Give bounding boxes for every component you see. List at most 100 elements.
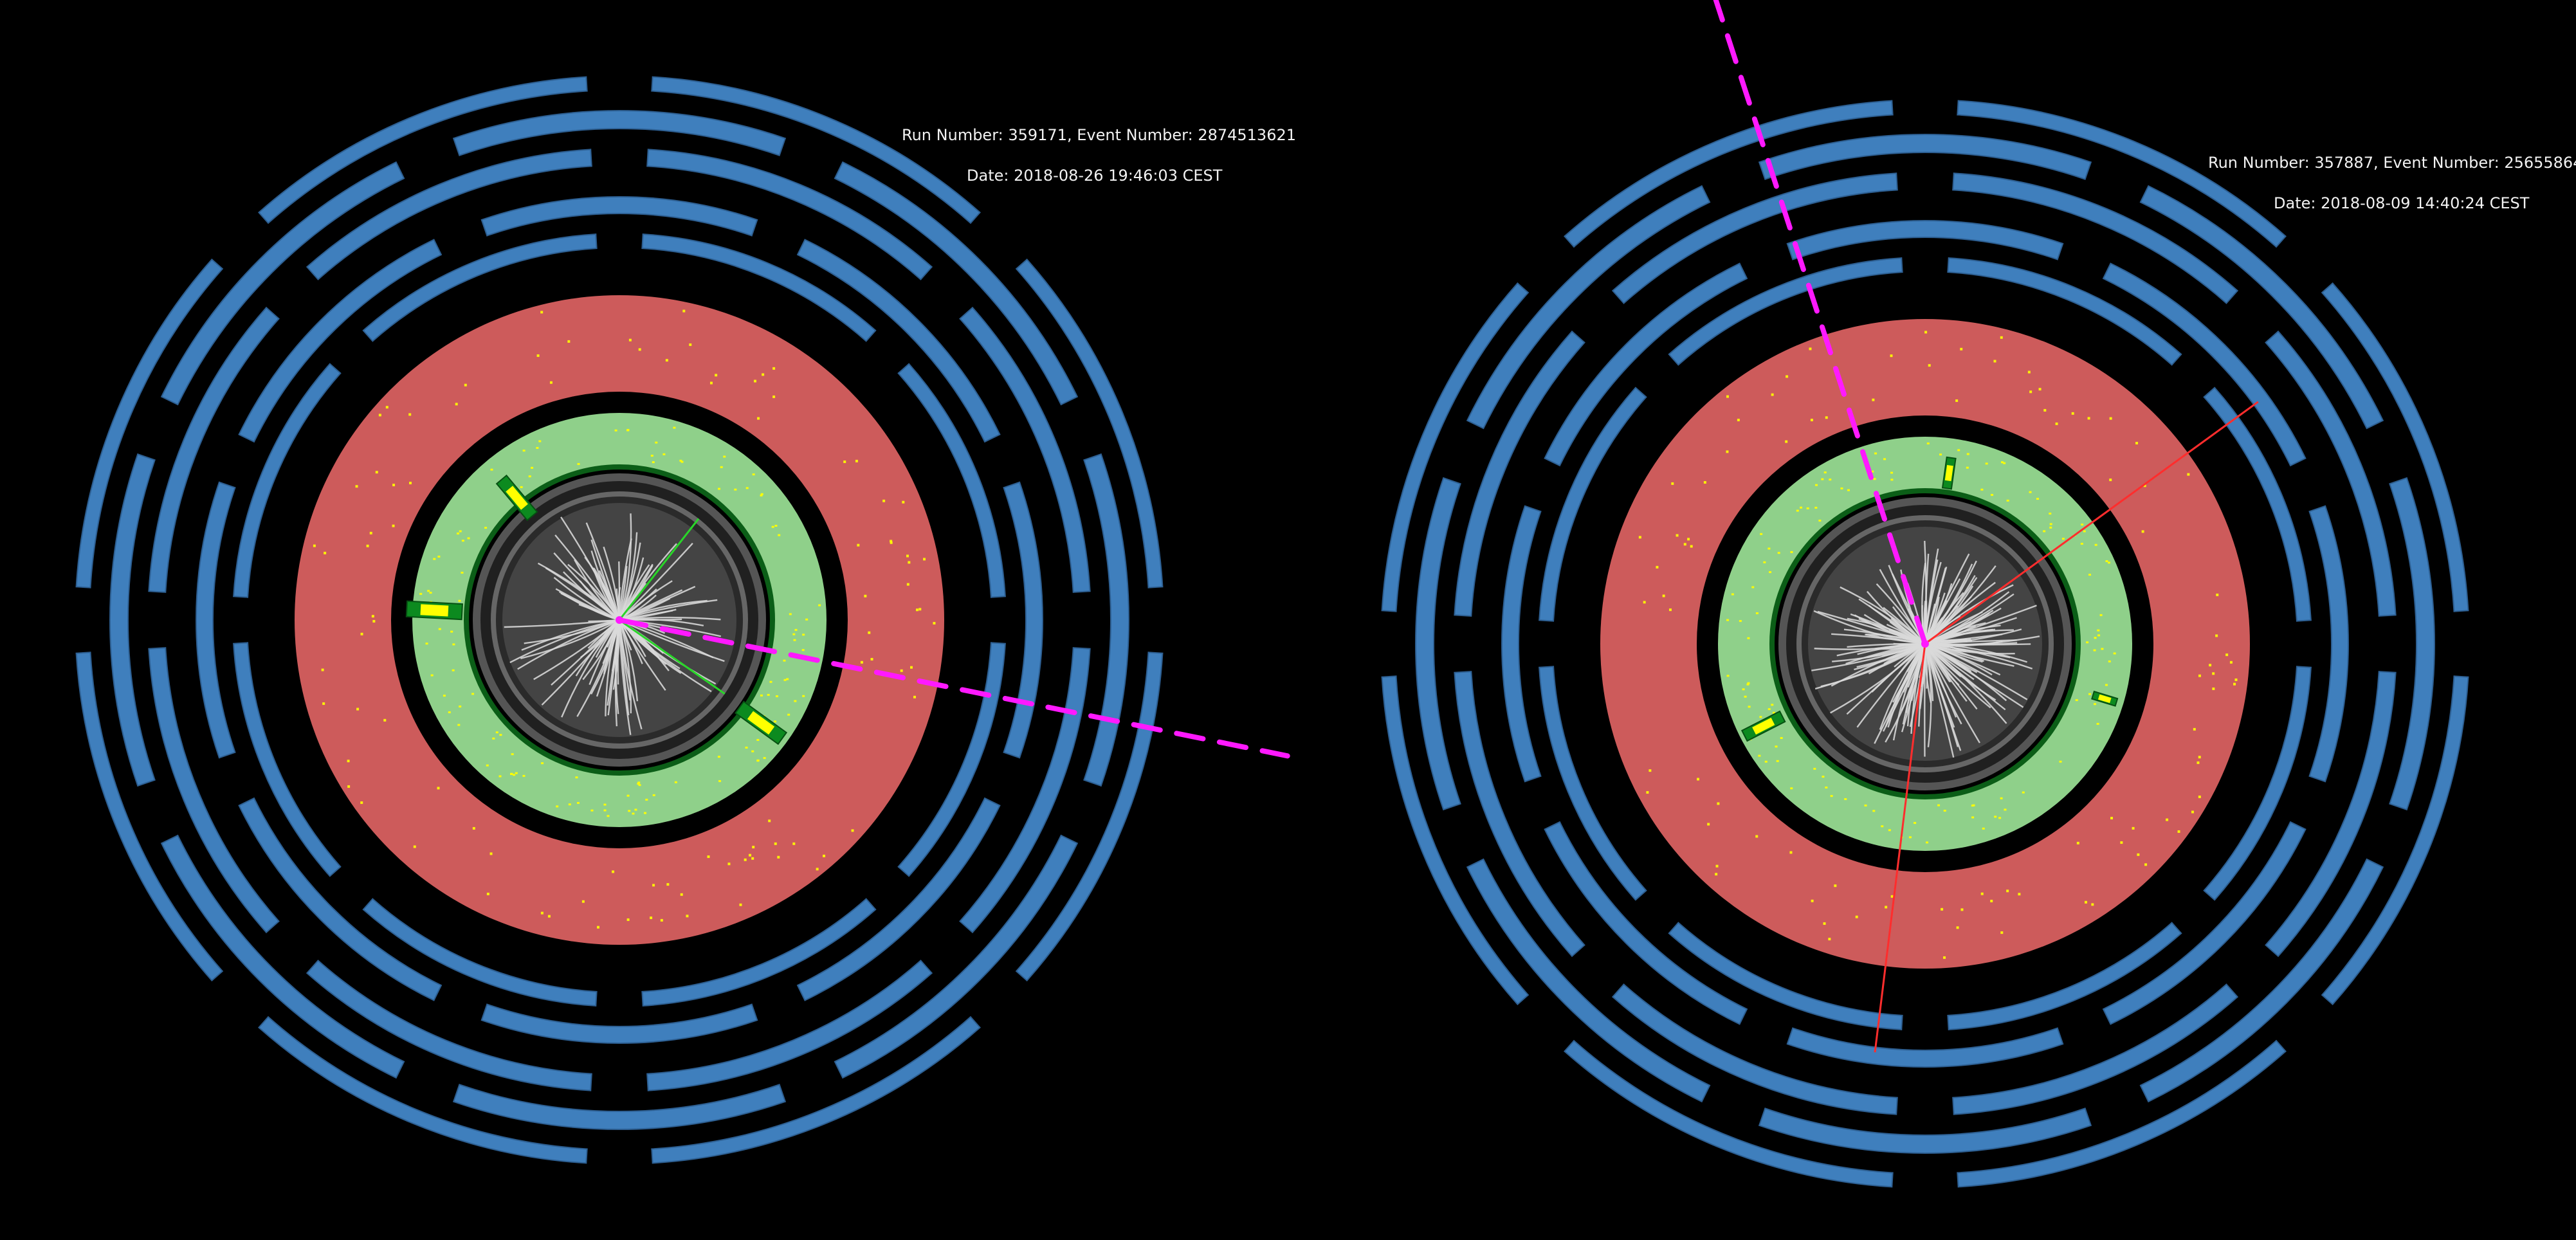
energy-deposit-tower <box>1941 456 1957 490</box>
em-hit <box>801 649 805 652</box>
hadronic-hit <box>913 695 917 698</box>
charged-particle-track <box>533 619 620 680</box>
em-hit <box>2081 524 2084 526</box>
muon-chamber-segment <box>1564 1039 1894 1188</box>
hadronic-hit <box>908 561 911 564</box>
charged-particle-track <box>1924 643 1991 709</box>
hadronic-hit <box>2006 889 2009 893</box>
em-hit <box>1985 462 1988 465</box>
em-hit <box>1790 551 1793 553</box>
hadronic-hit <box>2141 530 2144 533</box>
em-hit <box>2080 542 2083 545</box>
charged-particle-track <box>618 619 666 691</box>
em-hit <box>457 724 461 726</box>
em-hit <box>510 772 513 775</box>
em-hit <box>1872 810 1876 812</box>
hadronic-hit <box>792 842 796 845</box>
hadronic-hit <box>360 801 363 805</box>
hadronic-hit <box>1683 543 1686 546</box>
em-hit <box>805 618 808 621</box>
em-hit <box>2061 538 2065 540</box>
charged-particle-track <box>585 522 621 621</box>
charged-particle-track <box>1924 563 1973 644</box>
hadronic-hit <box>2076 841 2079 844</box>
charged-particle-track <box>618 513 632 621</box>
hadronic-hit <box>1828 938 1831 941</box>
hadronic-hit <box>1715 873 1718 876</box>
em-hit <box>2049 523 2052 525</box>
hadronic-hit <box>890 540 893 543</box>
em-hit <box>590 809 594 812</box>
hadronic-hit <box>1809 347 1812 351</box>
hadronic-hit <box>2233 682 2236 686</box>
charged-particle-track <box>1868 605 1926 645</box>
hadronic-hit <box>744 858 747 861</box>
hadronic-hit <box>464 383 467 387</box>
charged-particle-track <box>1924 567 1946 644</box>
hadronic-hit <box>547 915 551 918</box>
em-hit <box>1813 767 1816 770</box>
em-hit <box>511 753 514 756</box>
em-hit <box>626 794 630 797</box>
hadronic-hit <box>1960 908 1964 911</box>
hadronic-hit <box>660 918 663 922</box>
energy-deposit-tower <box>735 700 788 745</box>
hadronic-hit <box>857 543 860 547</box>
charged-particle-track <box>1854 614 1926 645</box>
hadronic-hit <box>2229 661 2233 664</box>
hadronic-hit <box>2198 674 2201 677</box>
em-hit <box>752 473 755 476</box>
em-hit <box>1768 547 1771 550</box>
hadronic-hit <box>2198 795 2201 798</box>
muon-chamber-segment <box>1015 259 1164 588</box>
em-hit <box>1763 561 1766 563</box>
muon-chamber-segment <box>1952 983 2239 1115</box>
hadronic-hit <box>1823 922 1826 925</box>
hadronic-hit <box>772 395 776 398</box>
em-hit <box>1925 841 1928 844</box>
hadronic-hit <box>1928 364 1931 367</box>
muon-chamber-segment <box>1758 1108 2092 1154</box>
charged-particle-track <box>574 559 620 621</box>
hadronic-hit <box>313 544 316 547</box>
em-hit <box>2003 462 2006 464</box>
hadronic-hit <box>933 622 936 625</box>
em-hit <box>645 798 648 801</box>
em-hit <box>1744 695 1747 698</box>
em-hit <box>575 776 578 779</box>
em-hit <box>492 737 495 740</box>
hadronic-hit <box>1855 915 1858 918</box>
muon-chamber-segment <box>2203 387 2312 622</box>
hadronic-hit <box>347 785 351 788</box>
hadronic-hit <box>2018 893 2021 896</box>
em-hit <box>568 803 571 806</box>
charged-particle-track <box>520 619 620 659</box>
em-hit <box>774 720 777 723</box>
em-hit <box>1994 816 1997 818</box>
muon-chamber-segment <box>959 306 1091 593</box>
muon-chamber-segment <box>796 239 1001 443</box>
muon-chamber-segment <box>109 453 156 787</box>
em-hit <box>450 630 453 633</box>
hadronic-hit <box>757 417 760 420</box>
hadronic-hit <box>1956 926 1959 929</box>
em-hit <box>2107 561 2110 564</box>
em-hit <box>769 680 772 683</box>
em-hit <box>522 450 525 452</box>
em-hit <box>1998 817 2002 819</box>
muon-chamber-segment <box>1952 172 2239 304</box>
hadronic-hit <box>612 870 615 873</box>
charged-particle-track <box>1924 553 1970 644</box>
hadronic-hit <box>1811 899 1814 902</box>
hadronic-hit <box>1810 419 1813 422</box>
muon-chamber-segment <box>1381 282 1530 612</box>
em-hit <box>634 808 637 811</box>
hadronic-hit <box>823 854 826 857</box>
em-hit <box>2105 560 2108 563</box>
muon-chamber-segment <box>646 149 933 280</box>
hadronic-hit <box>2144 863 2148 866</box>
em-hit <box>2029 491 2032 493</box>
em-hit <box>1739 620 1742 623</box>
em-hit <box>603 803 607 806</box>
hadronic-hit <box>596 925 599 929</box>
